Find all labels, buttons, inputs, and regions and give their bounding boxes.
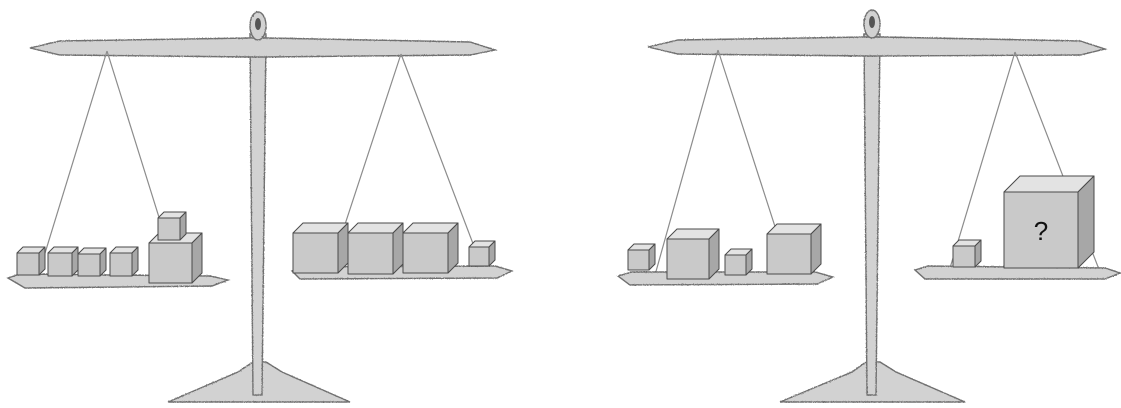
balance-scale-2: ? (618, 10, 1120, 402)
large-cube (348, 223, 403, 274)
large-cube (767, 224, 821, 274)
cube-front-face (158, 218, 180, 240)
unknown-weight-cube: ? (1004, 176, 1094, 268)
small-cube (110, 247, 138, 276)
cube-front-face (48, 253, 72, 276)
small-cube (78, 248, 106, 276)
unknown-weight-label: ? (1034, 216, 1048, 246)
small-cube (953, 240, 981, 267)
small-cube (17, 247, 45, 275)
cube-front-face (78, 254, 100, 276)
small-cube (48, 247, 78, 276)
balance-scale-1 (8, 12, 512, 402)
cube-front-face (469, 247, 489, 266)
scale-finial-hole (869, 16, 875, 28)
cube-side-face (1078, 176, 1094, 268)
large-cube (293, 223, 348, 273)
small-cube (628, 244, 655, 270)
cube-front-face (149, 243, 192, 283)
left-pan-cubes (628, 224, 821, 279)
large-cube (667, 229, 719, 279)
cube-front-face (348, 233, 393, 274)
large-cube (403, 223, 458, 273)
cube-front-face (110, 253, 132, 276)
small-cube (469, 241, 495, 266)
small-cube (158, 212, 186, 240)
scale-beam (30, 38, 495, 57)
scale-pillar (250, 34, 266, 395)
cube-front-face (953, 246, 975, 267)
cube-front-face (628, 250, 649, 270)
cube-front-face (293, 233, 338, 273)
small-cube (725, 249, 752, 275)
cube-front-face (725, 255, 746, 275)
left-pan-cubes (17, 212, 202, 283)
cube-front-face (403, 233, 448, 273)
cube-front-face (667, 239, 709, 279)
left-pan-rope-left (38, 51, 107, 276)
cube-front-face (17, 253, 39, 275)
cube-front-face (767, 234, 811, 274)
scale-pillar (864, 34, 880, 395)
scale-finial-hole (255, 18, 261, 30)
